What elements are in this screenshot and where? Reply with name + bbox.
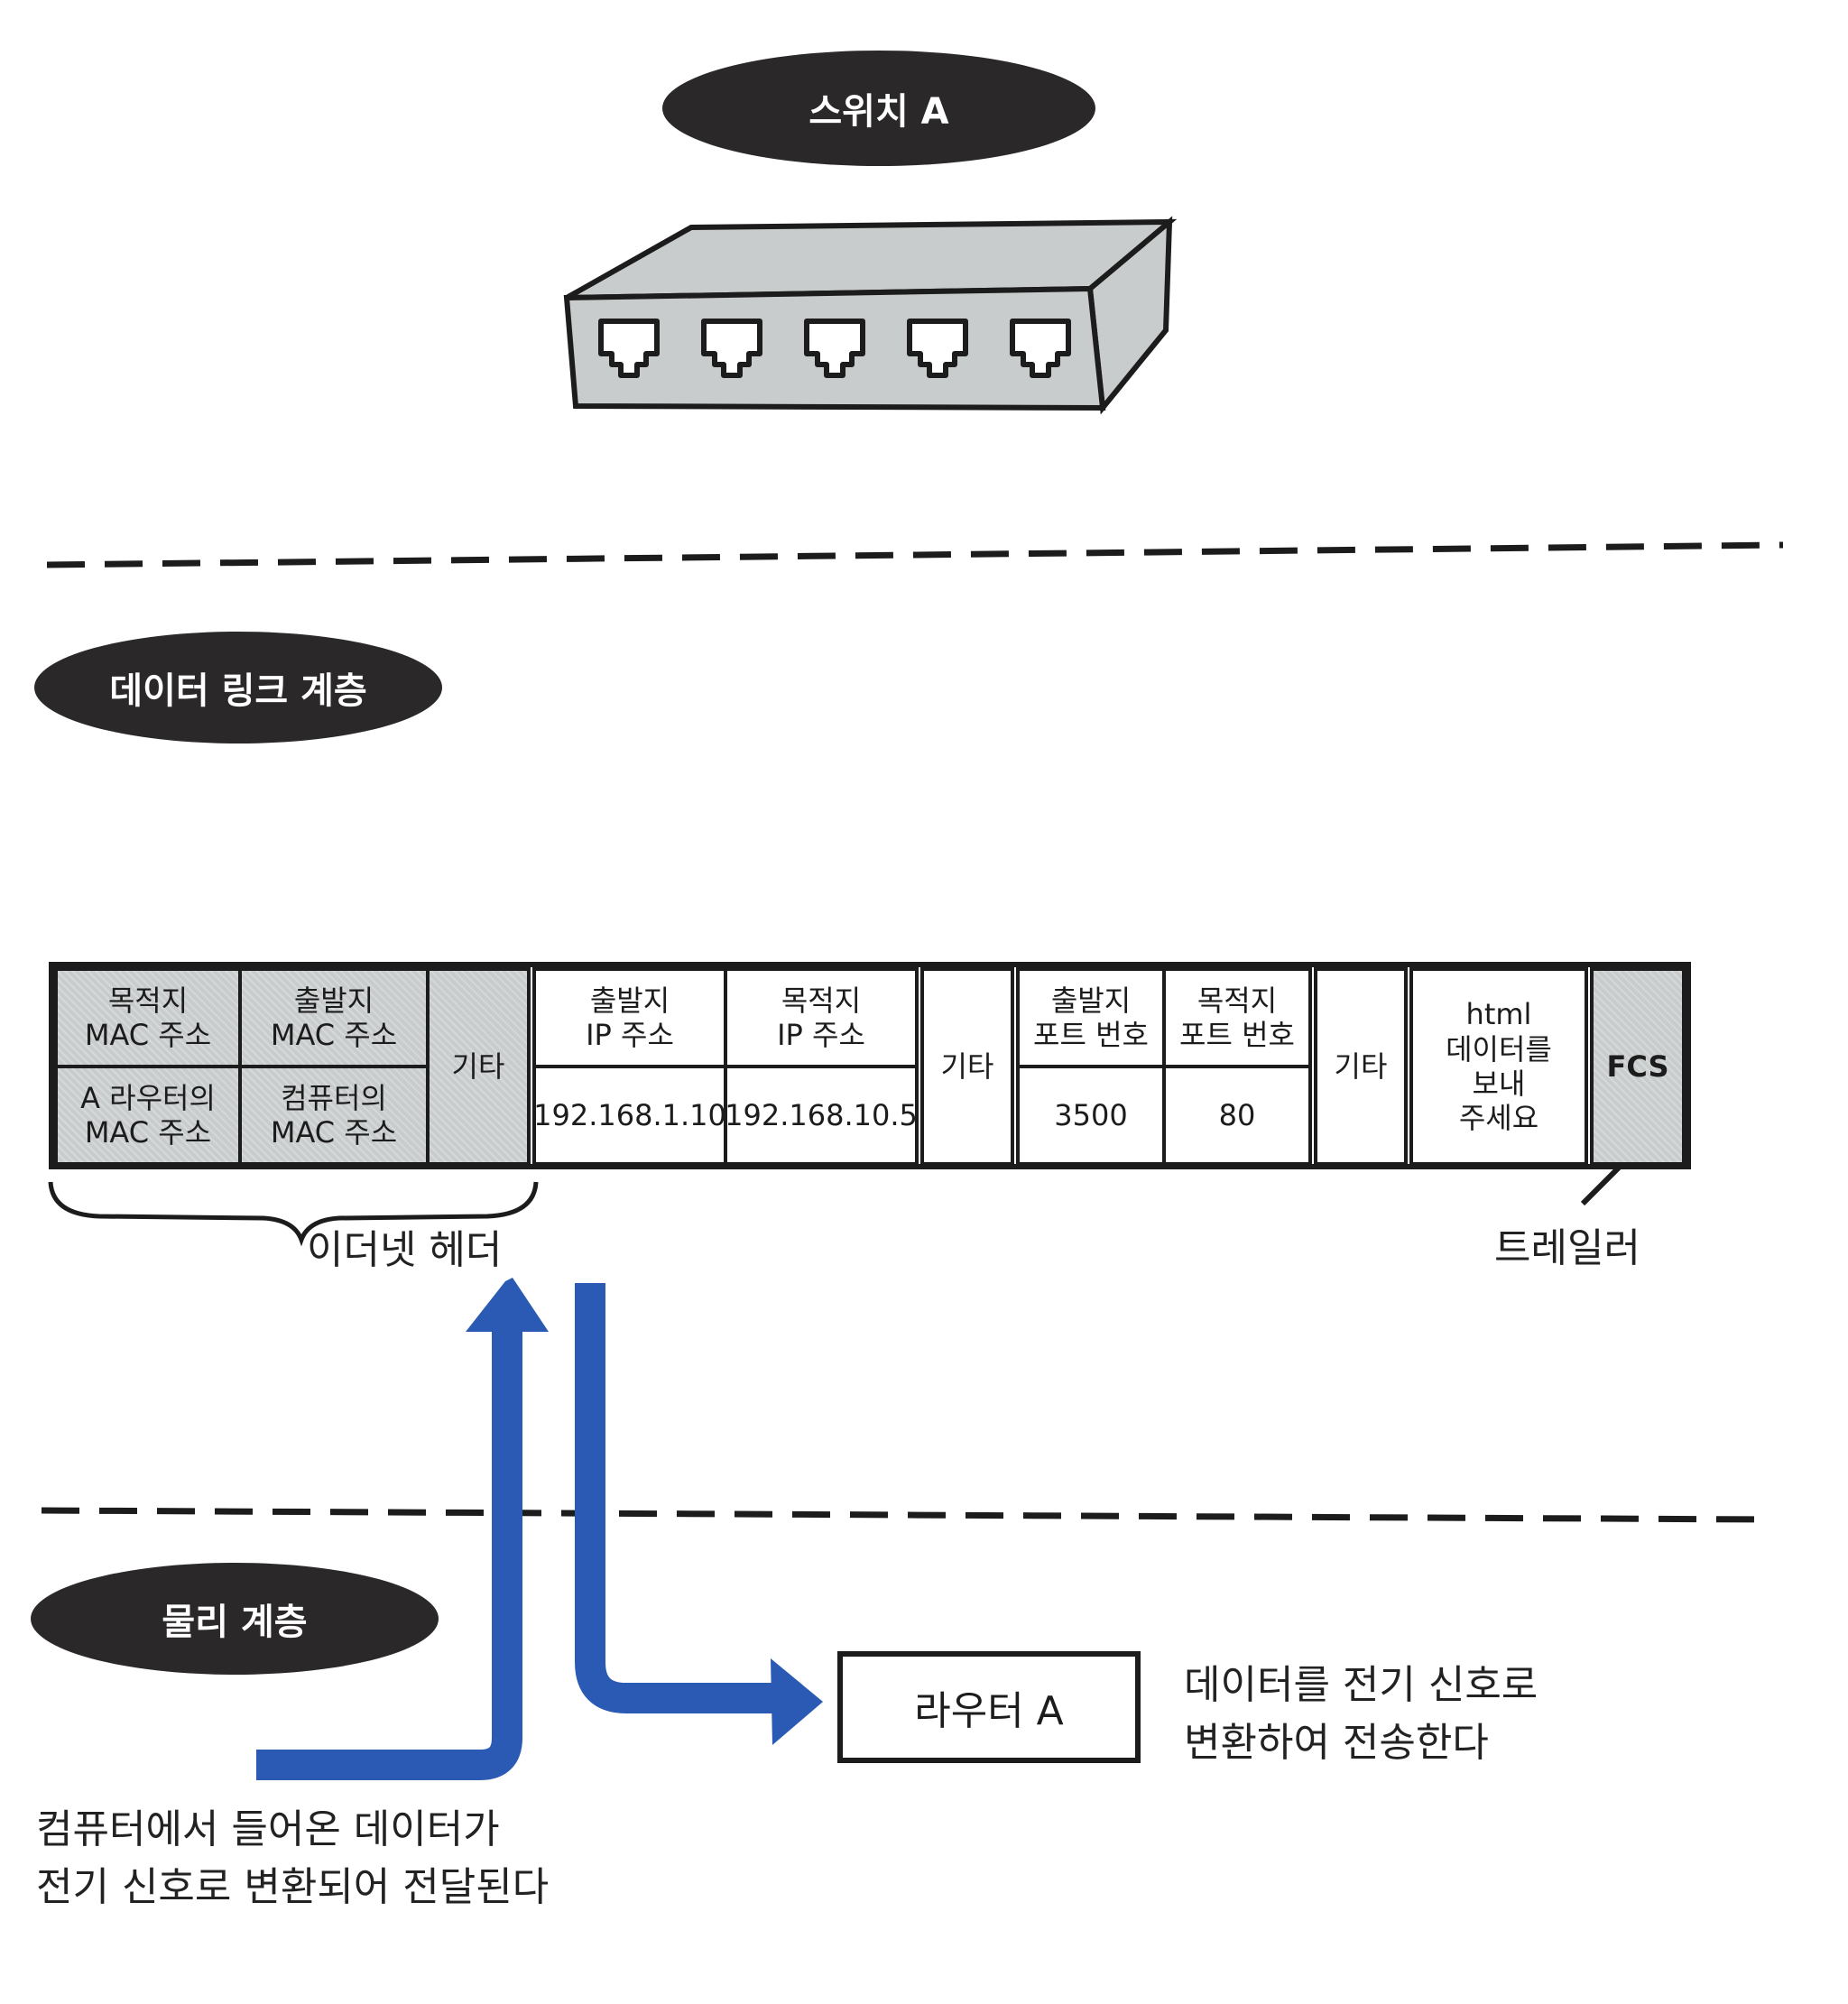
router-label: 라우터 A xyxy=(914,1688,1064,1734)
field-dst-mac-value: A 라우터의 MAC 주소 xyxy=(54,1065,242,1166)
physical-layer-pill: 물리 계층 xyxy=(31,1563,439,1675)
rj45-port-icon xyxy=(598,319,660,378)
ethernet-header-brace xyxy=(48,1181,539,1247)
field-src-ip-value: 192.168.1.10 xyxy=(532,1065,727,1166)
separator-top xyxy=(46,541,1784,568)
field-src-ip-header: 출발지 IP 주소 xyxy=(532,967,727,1068)
upward-arrow xyxy=(256,1326,522,1780)
switch-title-pill: 스위치 A xyxy=(662,51,1095,166)
rj45-port-icon xyxy=(701,319,762,378)
upward-arrow-head xyxy=(466,1278,549,1332)
field-dst-ip-value: 192.168.10.5 xyxy=(724,1065,919,1166)
field-eth-etc: 기타 xyxy=(426,967,531,1166)
field-payload: html 데이터를 보내 주세요 xyxy=(1409,967,1588,1166)
rj45-port-icon xyxy=(804,319,865,378)
ethernet-header-label: 이더넷 헤더 xyxy=(307,1227,503,1273)
rj45-port-icon xyxy=(1010,319,1071,378)
incoming-note: 컴퓨터에서 들어온 데이터가 전기 신호로 변환되어 전달된다 xyxy=(36,1806,550,1910)
trailer-label: 트레일러 xyxy=(1494,1225,1640,1271)
data-link-layer-label: 데이터 링크 계층 xyxy=(109,670,367,712)
field-fcs: FCS xyxy=(1590,967,1686,1166)
router-box: 라우터 A xyxy=(837,1651,1141,1763)
field-src-mac-header: 출발지 MAC 주소 xyxy=(238,967,430,1068)
field-dst-port-value: 80 xyxy=(1162,1065,1312,1166)
separator-bottom xyxy=(41,1507,1769,1523)
physical-layer-label: 물리 계층 xyxy=(162,1602,308,1643)
field-dst-ip-header: 목적지 IP 주소 xyxy=(724,967,919,1068)
field-dst-port-header: 목적지 포트 번호 xyxy=(1162,967,1312,1068)
field-ip-etc: 기타 xyxy=(920,967,1014,1166)
field-src-mac-value: 컴퓨터의 MAC 주소 xyxy=(238,1065,430,1166)
switch-title: 스위치 A xyxy=(808,91,949,133)
downward-arrow xyxy=(575,1283,776,1713)
field-src-port-value: 3500 xyxy=(1016,1065,1166,1166)
field-dst-mac-header: 목적지 MAC 주소 xyxy=(54,967,242,1068)
rj45-port-icon xyxy=(907,319,968,378)
downward-arrow-head xyxy=(771,1658,823,1745)
ethernet-frame: 목적지 MAC 주소 A 라우터의 MAC 주소 출발지 MAC 주소 컴퓨터의… xyxy=(49,962,1691,1169)
outgoing-note: 데이터를 전기 신호로 변환하여 전송한다 xyxy=(1184,1662,1538,1766)
field-src-port-header: 출발지 포트 번호 xyxy=(1016,967,1166,1068)
field-tcp-etc: 기타 xyxy=(1314,967,1408,1166)
data-link-layer-pill: 데이터 링크 계층 xyxy=(34,632,442,743)
network-switch xyxy=(563,216,1178,415)
